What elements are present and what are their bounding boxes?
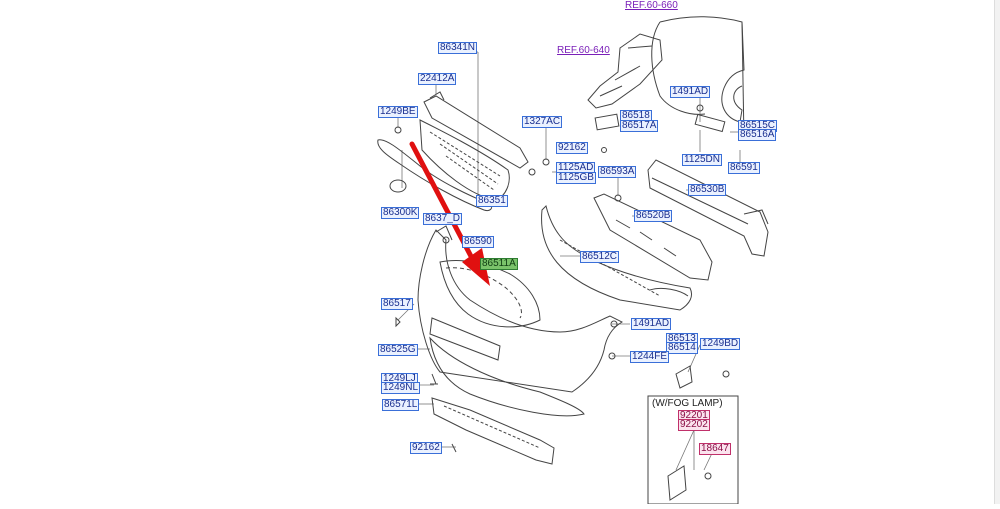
part-label-86511A-highlighted[interactable]: 86511A xyxy=(480,258,518,270)
part-label-92162-lower[interactable]: 92162 xyxy=(410,442,442,454)
ref-label-60-640[interactable]: REF.60-640 xyxy=(557,45,610,56)
part-label-86591[interactable]: 86591 xyxy=(728,162,760,174)
part-label-86571L[interactable]: 86571L xyxy=(382,399,420,411)
part-label-86300K[interactable]: 86300K xyxy=(381,207,420,219)
part-label-18647[interactable]: 18647 xyxy=(699,443,731,455)
part-label-22412A[interactable]: 22412A xyxy=(418,73,457,85)
upper-grille-part xyxy=(419,91,529,201)
part-label-1244FE[interactable]: 1244FE xyxy=(630,351,670,363)
part-label-86517A[interactable]: 86517A xyxy=(620,120,659,132)
bracket-part xyxy=(587,33,663,109)
part-label-86351[interactable]: 86351 xyxy=(476,195,508,207)
part-label-1491AD-lower[interactable]: 1491AD xyxy=(631,318,672,330)
part-label-1249NL[interactable]: 1249NL xyxy=(381,382,421,394)
lower-lip-part xyxy=(429,336,585,417)
part-label-86590[interactable]: 86590 xyxy=(462,236,494,248)
part-label-92162-upper[interactable]: 92162 xyxy=(556,142,588,154)
part-label-86520B[interactable]: 86520B xyxy=(634,210,673,222)
middle-absorber-part xyxy=(593,193,713,281)
clip-parts xyxy=(394,104,775,453)
part-label-86593A[interactable]: 86593A xyxy=(598,166,637,178)
part-label-86514[interactable]: 86514 xyxy=(666,342,698,354)
impact-beam-part xyxy=(647,159,769,257)
part-label-86525G[interactable]: 86525G xyxy=(378,344,418,356)
bumper-cover-part xyxy=(417,225,624,393)
ref-label-60-660[interactable]: REF.60-660 xyxy=(625,0,678,11)
part-label-1327AC[interactable]: 1327AC xyxy=(522,116,563,128)
part-label-86530B[interactable]: 86530B xyxy=(688,184,727,196)
part-label-86516A[interactable]: 86516A xyxy=(738,129,777,141)
skid-plate-part xyxy=(431,397,555,465)
part-label-8637D[interactable]: 8637_D xyxy=(423,213,463,225)
lower-absorber-part xyxy=(541,205,693,311)
part-label-1491AD-upper[interactable]: 1491AD xyxy=(670,86,711,98)
fog-lamp-box-title: (W/FOG LAMP) xyxy=(652,398,723,409)
part-label-86341N[interactable]: 86341N xyxy=(438,42,478,54)
part-label-1249BD[interactable]: 1249BD xyxy=(700,338,741,350)
window-scrollbar-edge xyxy=(994,0,1000,504)
part-label-1249BE[interactable]: 1249BE xyxy=(378,106,418,118)
part-label-86517[interactable]: 86517 xyxy=(381,298,413,310)
part-label-86512C[interactable]: 86512C xyxy=(580,251,620,263)
part-label-1125DN[interactable]: 1125DN xyxy=(682,154,722,166)
grille-frame-part xyxy=(377,139,493,211)
part-label-92202[interactable]: 92202 xyxy=(678,419,710,431)
part-label-1125GB[interactable]: 1125GB xyxy=(556,172,596,184)
